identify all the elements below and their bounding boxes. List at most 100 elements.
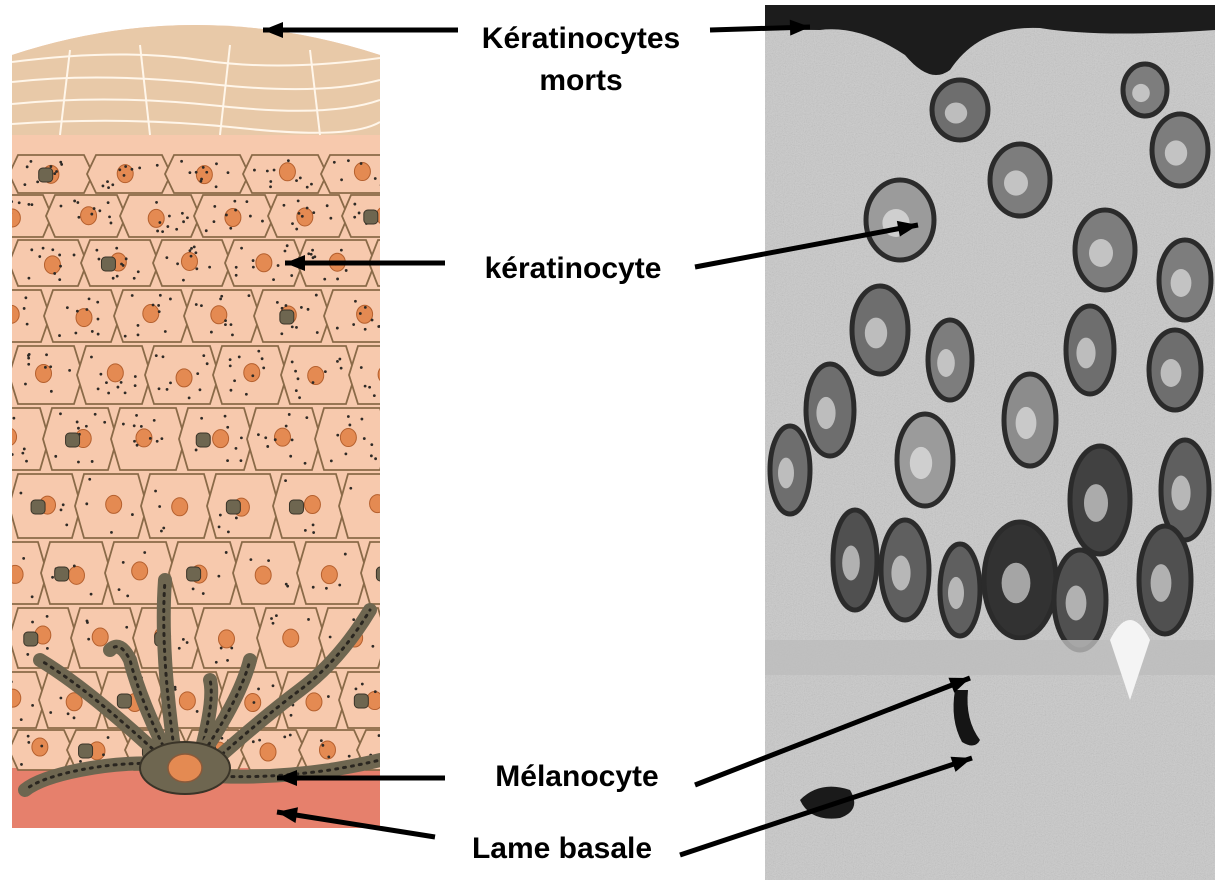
keratohyalin-granule [393,266,396,269]
keratohyalin-granule [235,274,238,277]
keratohyalin-granule [108,216,111,219]
keratohyalin-granule [347,159,350,162]
keratohyalin-granule [394,394,397,397]
keratohyalin-granule [245,200,248,203]
keratohyalin-granule [8,317,11,320]
keratohyalin-granule [77,216,80,219]
keratohyalin-granule [202,166,205,169]
keratohyalin-granule [397,747,400,750]
keratohyalin-granule [310,253,313,256]
keratohyalin-granule [73,565,76,568]
keratohyalin-granule [383,497,386,500]
keratohyalin-granule [126,595,129,598]
keratohyalin-granule [252,259,255,262]
keratohyalin-granule [340,367,343,370]
melanin-granule-cluster [55,567,69,581]
cell-nucleus [7,565,23,583]
keratohyalin-granule [333,161,336,164]
keratohyalin-granule [283,204,286,207]
keratohyalin-granule [336,434,339,437]
keratohyalin-granule [53,272,56,275]
keratohyalin-granule [102,185,105,188]
keratohyalin-granule [134,375,137,378]
keratohyalin-granule [149,437,152,440]
keratohyalin-granule [217,575,220,578]
keratohyalin-granule [5,306,8,309]
cell-nucleus [92,628,108,646]
keratohyalin-granule [415,585,418,588]
keratohyalin-granule [323,278,326,281]
melanin-granule-cluster [117,694,131,708]
keratohyalin-granule [87,638,90,641]
keratohyalin-granule [240,436,243,439]
keratohyalin-granule [269,180,272,183]
keratohyalin-granule [213,220,216,223]
keratohyalin-granule [329,636,332,639]
nucleus-highlight [1089,239,1113,267]
keratohyalin-granule [392,171,395,174]
keratohyalin-granule [252,266,255,269]
keratohyalin-granule [312,523,315,526]
keratohyalin-granule [284,479,287,482]
keratohyalin-granule [286,244,289,247]
keratohyalin-granule [182,279,185,282]
keratohyalin-granule [364,328,367,331]
keratohyalin-granule [360,162,363,165]
keratohyalin-granule [192,587,195,590]
keratohyalin-granule [131,294,134,297]
keratohyalin-granule [107,186,110,189]
keratohyalin-granule [131,513,134,516]
keratohyalin-granule [97,387,100,390]
keratohyalin-granule [153,419,156,422]
melanin-granule-cluster [66,433,80,447]
keratohyalin-granule [304,529,307,532]
melanin-granule-cluster [24,632,38,646]
nucleus-highlight [865,318,887,349]
keratohyalin-granule [27,735,30,738]
keratohyalin-granule [257,433,260,436]
keratohyalin-granule [76,421,79,424]
keratohyalin-granule [99,373,102,376]
keratohyalin-granule [251,374,254,377]
keratohyalin-granule [380,206,383,209]
cell-nucleus [381,740,397,758]
cell-nucleus [107,364,123,382]
keratohyalin-granule [30,248,33,251]
keratohyalin-granule [380,184,383,187]
keratohyalin-granule [225,551,228,554]
keratohyalin-granule [58,334,61,337]
keratohyalin-granule [195,267,198,270]
keratohyalin-granule [326,204,329,207]
keratohyalin-granule [123,174,126,177]
keratohyalin-granule [306,186,309,189]
label-keratinocytes-morts-line1: Kératinocytes [474,20,688,58]
keratohyalin-granule [77,461,80,464]
keratohyalin-granule [300,306,303,309]
cell-nucleus [319,741,335,759]
keratohyalin-granule [11,453,14,456]
keratohyalin-granule [53,172,56,175]
keratohyalin-granule [24,383,27,386]
melanocyte-nucleus [168,754,202,782]
keratohyalin-granule [97,333,100,336]
cell-nucleus [275,428,291,446]
keratohyalin-granule [285,304,288,307]
keratohyalin-granule [156,164,159,167]
keratohyalin-granule [227,171,230,174]
keratohyalin-granule [427,247,430,250]
keratohyalin-granule [117,386,120,389]
keratohyalin-granule [23,307,26,310]
keratohyalin-granule [408,276,411,279]
keratohyalin-granule [276,301,279,304]
keratohyalin-granule [235,517,238,520]
keratohyalin-granule [231,333,234,336]
keratohyalin-granule [155,354,158,357]
keratohyalin-granule [200,417,203,420]
cell-nucleus [378,365,394,383]
keratohyalin-granule [156,230,159,233]
keratohyalin-granule [58,254,61,257]
keratohyalin-granule [225,214,228,217]
keratohyalin-granule [226,459,229,462]
keratohyalin-granule [76,310,79,313]
cell-nucleus [321,566,337,584]
